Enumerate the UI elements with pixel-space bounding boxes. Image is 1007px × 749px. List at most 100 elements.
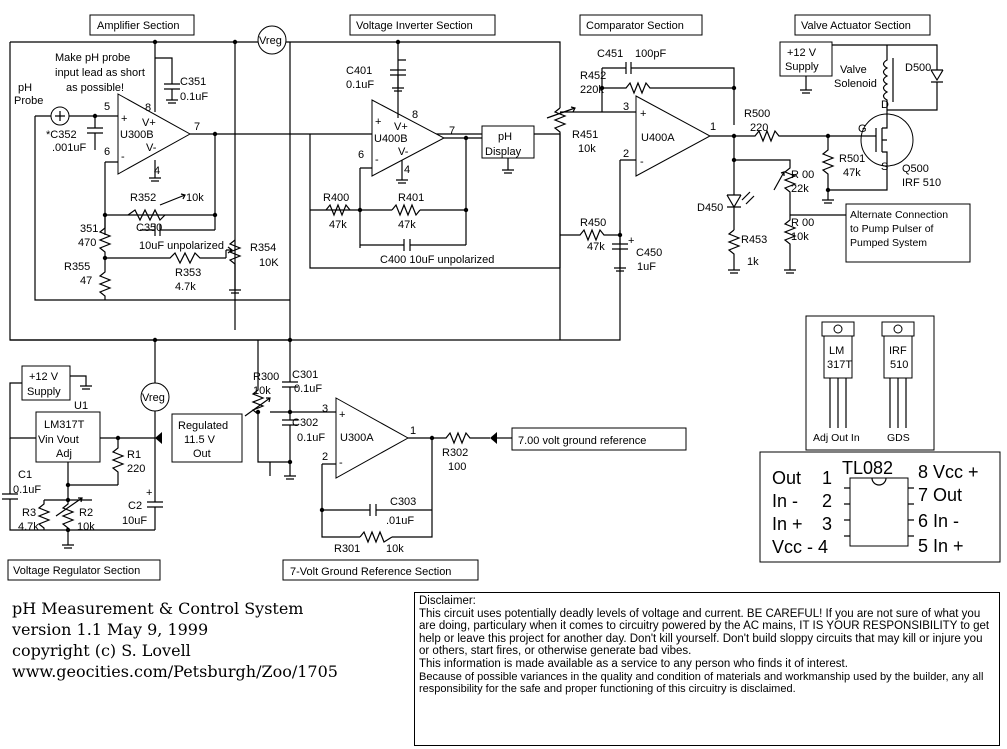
- schematic-label: 0.1uF: [13, 484, 41, 496]
- credits-url: www.geocities.com/Petsburgh/Zoo/1705: [12, 662, 338, 681]
- schematic-label: 10K: [259, 257, 279, 269]
- schematic-label: Pumped System: [850, 237, 927, 249]
- schematic-label: 1: [410, 425, 416, 437]
- schematic-label: C351: [180, 76, 206, 88]
- schematic-label: 7 Out: [918, 485, 962, 505]
- schematic-label: U300B: [120, 129, 154, 141]
- schematic-label: In -: [772, 491, 798, 511]
- schematic-label: R450: [580, 217, 606, 229]
- schematic-label: R452: [580, 70, 606, 82]
- schematic-label: 47k: [398, 219, 416, 231]
- ground-ref-section: R300 10k C301 0.1uF C302 0.1uF U300A + -…: [244, 340, 687, 555]
- schematic-label: C450: [636, 247, 662, 259]
- schematic-label: 7: [194, 121, 200, 133]
- schematic-label: 4: [404, 164, 410, 176]
- schematic-label: 1k: [747, 256, 759, 268]
- schematic-label: 10k: [186, 192, 204, 204]
- schematic-label: Vreg: [142, 392, 165, 404]
- schematic-label: 351: [80, 223, 98, 235]
- schematic-label: 4: [154, 165, 160, 177]
- schematic-label: C451: [597, 48, 623, 60]
- schematic-label: R401: [398, 192, 424, 204]
- schematic-label: +12 V: [29, 371, 59, 383]
- schematic-label: R453: [741, 234, 767, 246]
- schematic-label: C303: [390, 496, 416, 508]
- schematic-label: C1: [18, 469, 32, 481]
- schematic-label: 100: [448, 461, 466, 473]
- schematic-label: 3: [322, 403, 328, 415]
- schematic-label: 0.1uF: [346, 79, 374, 91]
- schematic-label: V+: [142, 117, 156, 129]
- schematic-label: 1uF: [637, 261, 656, 273]
- schematic-label: Display: [485, 146, 522, 158]
- power-rails: [9, 41, 621, 341]
- schematic-label: U1: [74, 400, 88, 412]
- valve-section: +12 V Supply Valve Solenoid D500 D G S Q…: [779, 41, 944, 204]
- schematic-label: 11.5 V: [184, 434, 216, 446]
- schematic-label: R354: [250, 242, 276, 254]
- schematic-label: Supply: [785, 61, 819, 73]
- schematic-label: U300A: [340, 432, 374, 444]
- schematic-label: Regulated: [178, 420, 228, 432]
- schematic-label: 10uF unpolarized: [139, 240, 224, 252]
- schematic-label: 47k: [329, 219, 347, 231]
- schematic-label: Supply: [27, 386, 61, 398]
- schematic-label: R2: [79, 507, 93, 519]
- schematic-label: R355: [64, 261, 90, 273]
- schematic-label: 0.1uF: [297, 432, 325, 444]
- disclaimer-box: Disclaimer: This circuit uses potentiall…: [414, 592, 1000, 746]
- schematic-label: 10uF: [122, 515, 147, 527]
- schematic-label: 100pF: [635, 48, 666, 60]
- credits-version: version 1.1 May 9, 1999: [12, 620, 209, 639]
- credits-block: pH Measurement & Control System version …: [12, 598, 402, 682]
- schematic-label: 47k: [587, 241, 605, 253]
- schematic-label: C350: [136, 222, 162, 234]
- schematic-label: C302: [292, 417, 318, 429]
- schematic-label: 10k: [77, 521, 95, 533]
- schematic-label: 2: [623, 148, 629, 160]
- schematic-label: 0.1uF: [294, 383, 322, 395]
- schematic-label: R 00: [791, 169, 814, 181]
- schematic-label: 6: [358, 149, 364, 161]
- schematic-label: In +: [772, 514, 803, 534]
- schematic-label: -: [339, 457, 343, 469]
- schematic-label: 2: [322, 451, 328, 463]
- schematic-label: 10k: [578, 143, 596, 155]
- schematic-label: R301: [334, 543, 360, 555]
- schematic-label: Adj: [56, 448, 72, 460]
- schematic-label: +: [121, 113, 127, 125]
- schematic-label: D450: [697, 202, 723, 214]
- schematic-label: .01uF: [386, 515, 414, 527]
- schematic-label: C2: [128, 500, 142, 512]
- schematic-label: R451: [572, 129, 598, 141]
- comparator-section: C451 100pF R452 220k R451 10k U400A + - …: [546, 48, 971, 340]
- package-pinouts: LM 317T Adj Out In IRF 510 GDS TL082 Out…: [759, 315, 1001, 563]
- schematic-label: G: [858, 123, 867, 135]
- schematic-label: Adj Out In: [813, 432, 860, 444]
- schematic-label: Vreg: [259, 35, 282, 47]
- disclaimer-heading: Disclaimer:: [419, 595, 476, 607]
- schematic-label: LM: [829, 345, 844, 357]
- vreg-circle-bottom: [140, 382, 170, 412]
- schematic-label: R300: [253, 371, 279, 383]
- schematic-label: pH: [18, 82, 32, 94]
- schematic-label: C301: [292, 369, 318, 381]
- schematic-label: 47k: [843, 167, 861, 179]
- schematic-label: 510: [890, 359, 908, 371]
- schematic-label: +: [339, 409, 345, 421]
- svg-text:+: +: [628, 235, 634, 247]
- schematic-label: Probe: [14, 95, 43, 107]
- schematic-label: U400A: [641, 132, 675, 144]
- schematic-label: S: [881, 161, 888, 173]
- svg-text:+: +: [146, 487, 152, 499]
- schematic-label: -: [375, 154, 379, 166]
- schematic-label: IRF: [889, 345, 907, 357]
- regulator-section: +12 V Supply U1 LM317T Vin Vout Adj R1 2…: [2, 340, 243, 549]
- schematic-label: R3: [22, 507, 36, 519]
- schematic-label: input lead as short: [55, 67, 145, 79]
- schematic-label: C401: [346, 65, 372, 77]
- valve-section-label: Valve Actuator Section: [801, 20, 911, 32]
- schematic-label: 470: [78, 237, 96, 249]
- schematic-label: V+: [394, 121, 408, 133]
